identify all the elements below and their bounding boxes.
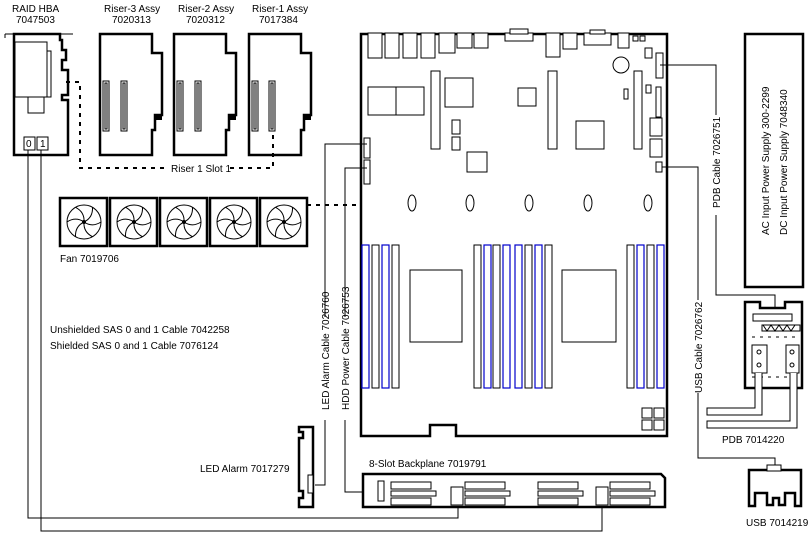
riser-2-label: Riser-2 Assy — [178, 4, 234, 15]
dimm-slot — [534, 244, 543, 389]
raid-hba-label: RAID HBA — [12, 4, 60, 15]
dimm-slot — [636, 244, 645, 389]
ac-power-supply-label: AC Input Power Supply 300-2299 — [761, 86, 772, 235]
riser-3-assembly — [98, 32, 164, 157]
backplane-label: 8-Slot Backplane 7019791 — [369, 459, 487, 470]
riser-3-label: Riser-3 Assy — [104, 4, 160, 15]
usb-label: USB 7014219 — [746, 518, 809, 529]
led-alarm-cable-label: LED Alarm Cable 7026760 — [321, 291, 332, 410]
led-alarm-cable-lower — [315, 420, 326, 486]
dimm-slot — [544, 244, 553, 389]
riser-slot-label: Riser 1 Slot 1 — [171, 164, 231, 175]
led-alarm-cable-upper — [324, 143, 367, 317]
led-alarm-label: LED Alarm 7017279 — [200, 464, 290, 475]
pdb-board — [706, 300, 804, 429]
usb-cable — [662, 166, 776, 465]
sas-shielded-cable-label: Shielded SAS 0 and 1 Cable 7076124 — [50, 341, 219, 352]
usb-cable-label: USB Cable 7026762 — [694, 301, 705, 393]
dimm-slot — [646, 244, 655, 389]
fan-label: Fan 7019706 — [60, 254, 119, 265]
riser-1-label: Riser-1 Assy — [252, 4, 308, 15]
cpu-0 — [409, 269, 463, 343]
sas-cable-1 — [40, 150, 603, 532]
raid-hba-card: 0 1 — [4, 32, 73, 157]
dimm-slot — [514, 244, 523, 389]
riser-1-part: 7017384 — [259, 15, 298, 26]
dimm-slot — [371, 244, 380, 389]
sas-unshielded-cable-label: Unshielded SAS 0 and 1 Cable 7042258 — [50, 325, 230, 336]
usb-board — [747, 464, 803, 508]
hba-port-0: 0 — [26, 139, 32, 150]
power-supply — [743, 32, 805, 289]
dimm-slot — [391, 244, 400, 389]
riser-3-part: 7020313 — [112, 15, 151, 26]
dimm-slot — [626, 244, 635, 389]
motherboard — [359, 28, 669, 438]
fan-array — [58, 196, 309, 248]
dimm-slot — [492, 244, 501, 389]
dimm-slot — [524, 244, 533, 389]
riser-2-assembly — [172, 32, 238, 157]
hdd-power-cable-upper — [344, 167, 367, 317]
riser-1-assembly — [247, 32, 313, 157]
dc-power-supply-label: DC Input Power Supply 7048340 — [779, 89, 790, 235]
hba-port-1: 1 — [40, 139, 46, 150]
riser-slot-path — [66, 81, 274, 169]
backplane — [361, 472, 667, 509]
led-alarm-board — [297, 425, 315, 509]
raid-hba-part: 7047503 — [16, 15, 55, 26]
dimm-slot — [361, 244, 370, 389]
pdb-label: PDB 7014220 — [722, 435, 785, 446]
dimm-slot — [483, 244, 492, 389]
dimm-slot — [473, 244, 482, 389]
hdd-power-cable-label: HDD Power Cable 7026753 — [341, 286, 352, 410]
riser-2-part: 7020312 — [186, 15, 225, 26]
pdb-cable — [660, 64, 776, 312]
dimm-slot — [502, 244, 511, 389]
dimm-slot — [656, 244, 665, 389]
dimm-slot — [381, 244, 390, 389]
cpu-1 — [561, 269, 617, 343]
pdb-cable-label: PDB Cable 7026751 — [712, 116, 723, 208]
